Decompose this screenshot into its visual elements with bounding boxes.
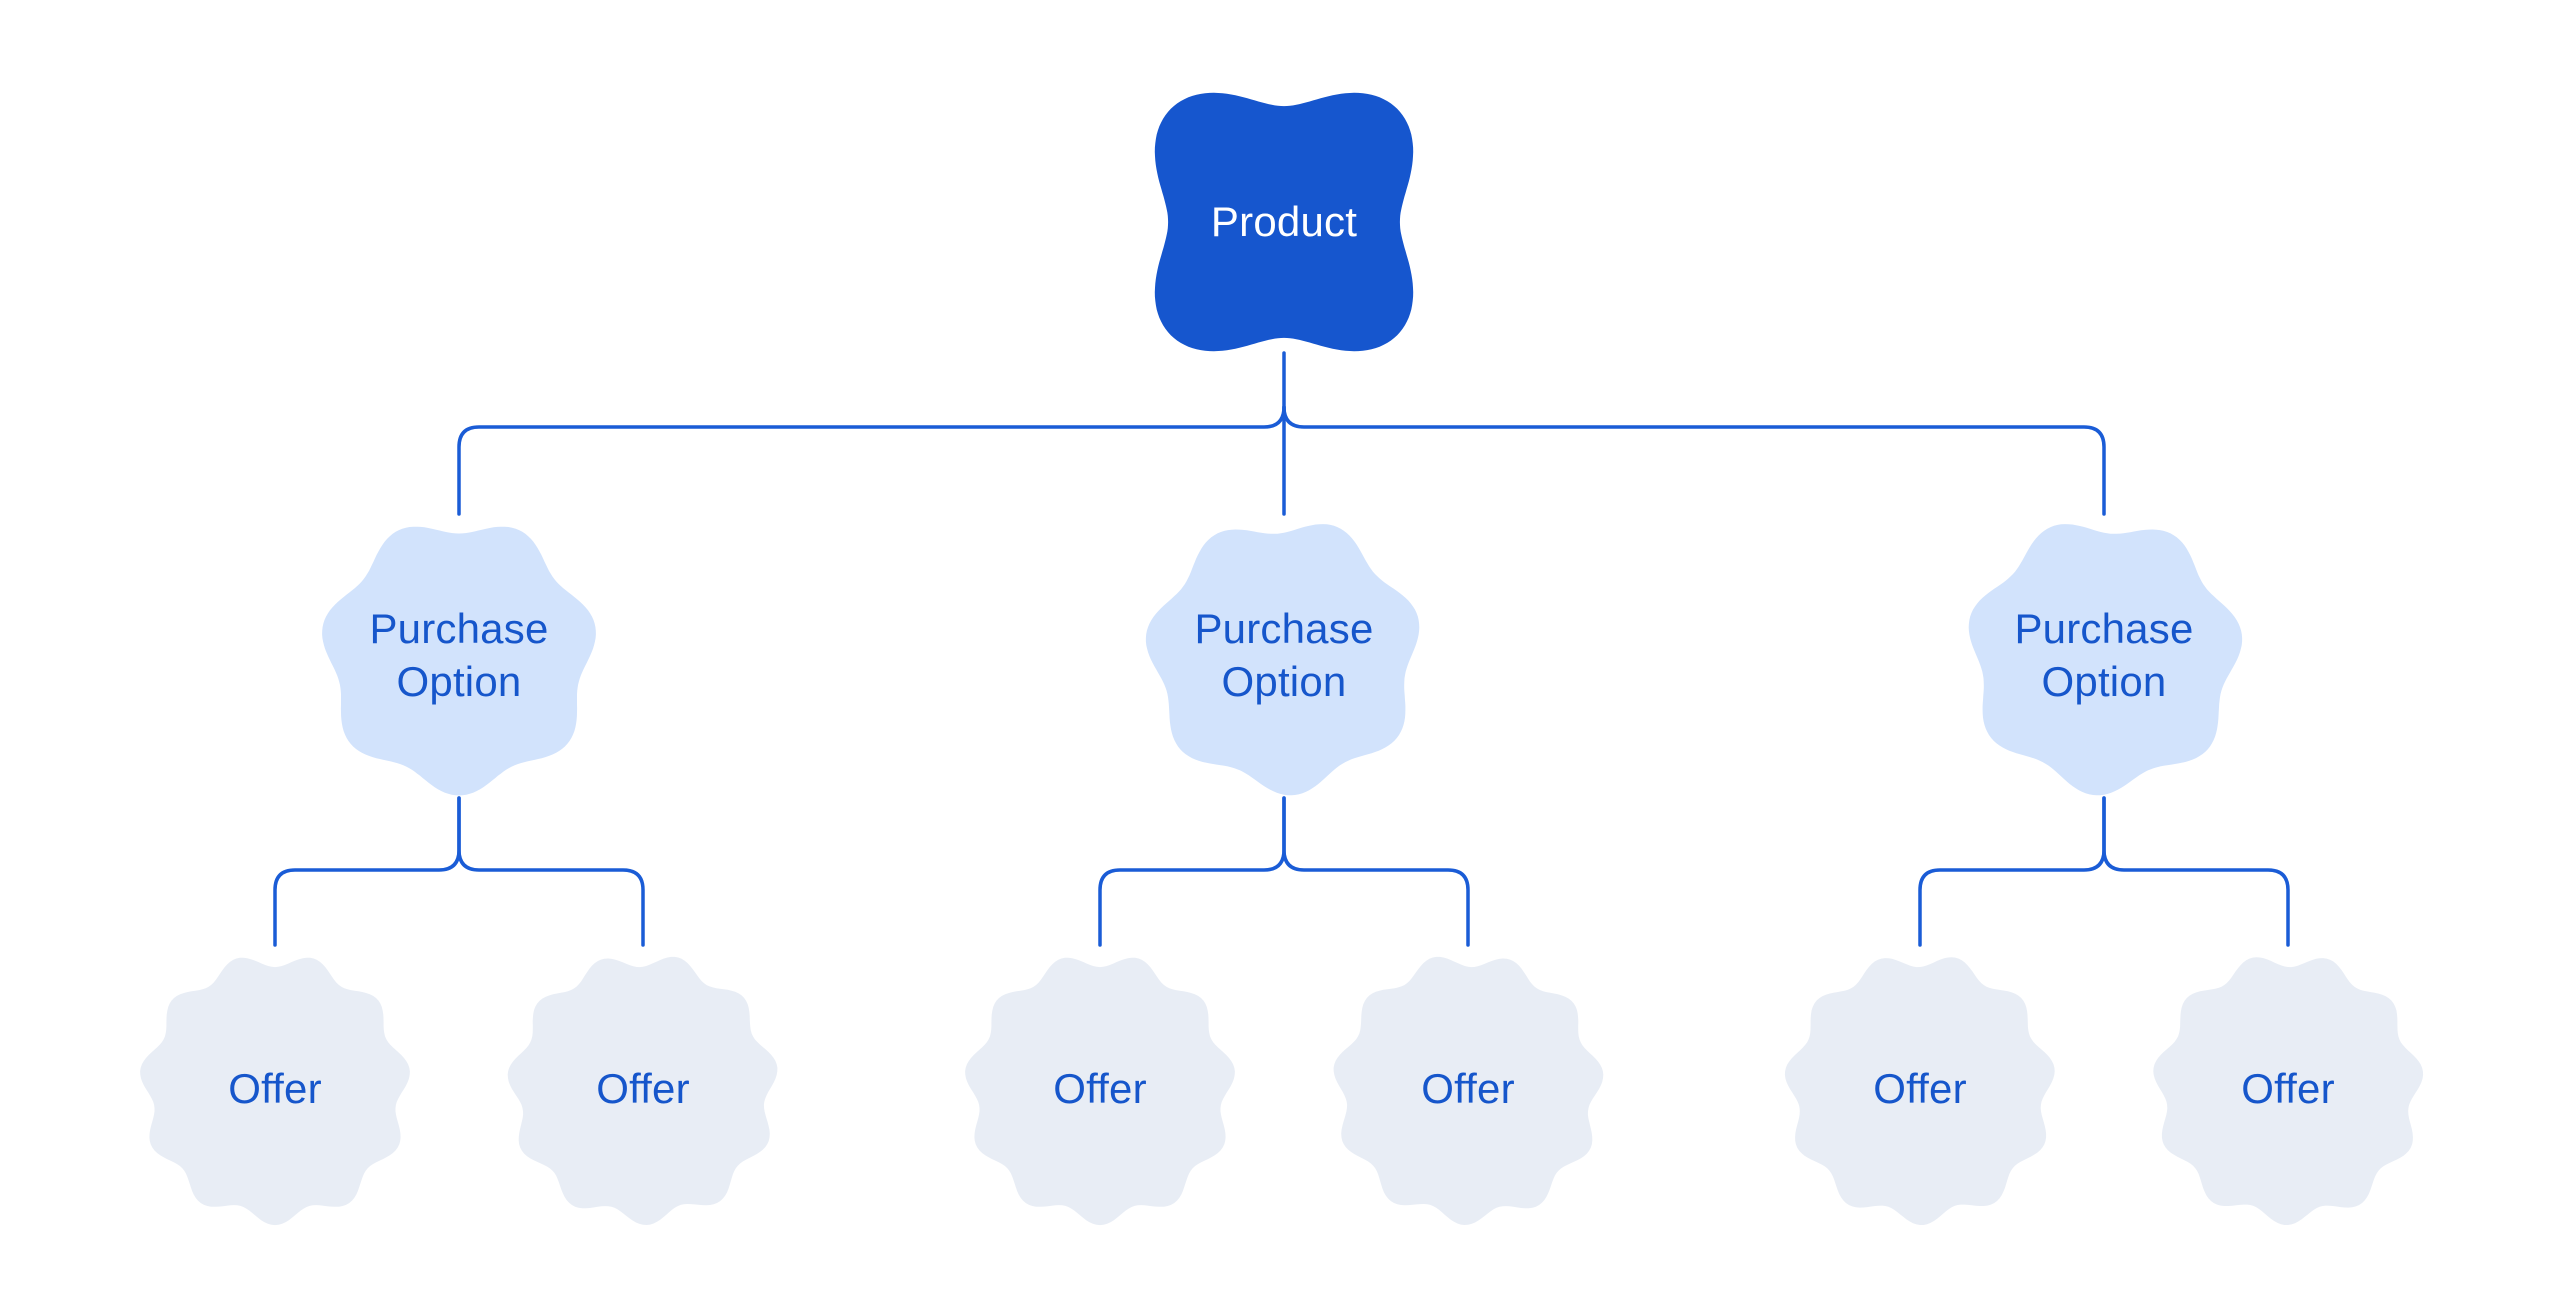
- purchase-option-blob-shape: [322, 526, 596, 796]
- connector-purchase-option-1-to-offer-2: [457, 796, 645, 947]
- product-blob-shape: [1154, 92, 1414, 352]
- purchase-option-node-3: Purchase Option: [1954, 506, 2254, 806]
- offer-node-1: Offer: [125, 939, 425, 1239]
- connector-purchase-option-1-to-offer-1: [273, 796, 461, 947]
- product-node: Product: [1134, 72, 1434, 372]
- offer-blob-shape: [1784, 957, 2055, 1225]
- connector-purchase-option-2-to-offer-2: [1282, 796, 1470, 947]
- offer-blob-shape: [140, 957, 410, 1226]
- offer-node-6: Offer: [2138, 939, 2438, 1239]
- offer-node-4: Offer: [1318, 939, 1618, 1239]
- connector-product-to-purchase-option-1: [457, 405, 1286, 516]
- connector-purchase-option-2-to-offer-1: [1098, 796, 1286, 947]
- connector-purchase-option-3-to-offer-1: [1918, 796, 2106, 947]
- purchase-option-node-1: Purchase Option: [309, 506, 609, 806]
- offer-node-3: Offer: [950, 939, 1250, 1239]
- purchase-option-blob-shape: [1145, 524, 1420, 796]
- purchase-option-node-2: Purchase Option: [1134, 506, 1434, 806]
- connector-purchase-option-3-to-offer-2: [2102, 796, 2290, 947]
- purchase-option-blob-shape: [1968, 524, 2243, 796]
- offer-blob-shape: [965, 957, 1235, 1226]
- offer-blob-shape: [507, 956, 778, 1225]
- offer-node-2: Offer: [493, 939, 793, 1239]
- offer-blob-shape: [1333, 956, 1604, 1225]
- connector-product-to-purchase-option-3: [1282, 405, 2106, 516]
- offer-blob-shape: [2153, 957, 2424, 1225]
- offer-node-5: Offer: [1770, 939, 2070, 1239]
